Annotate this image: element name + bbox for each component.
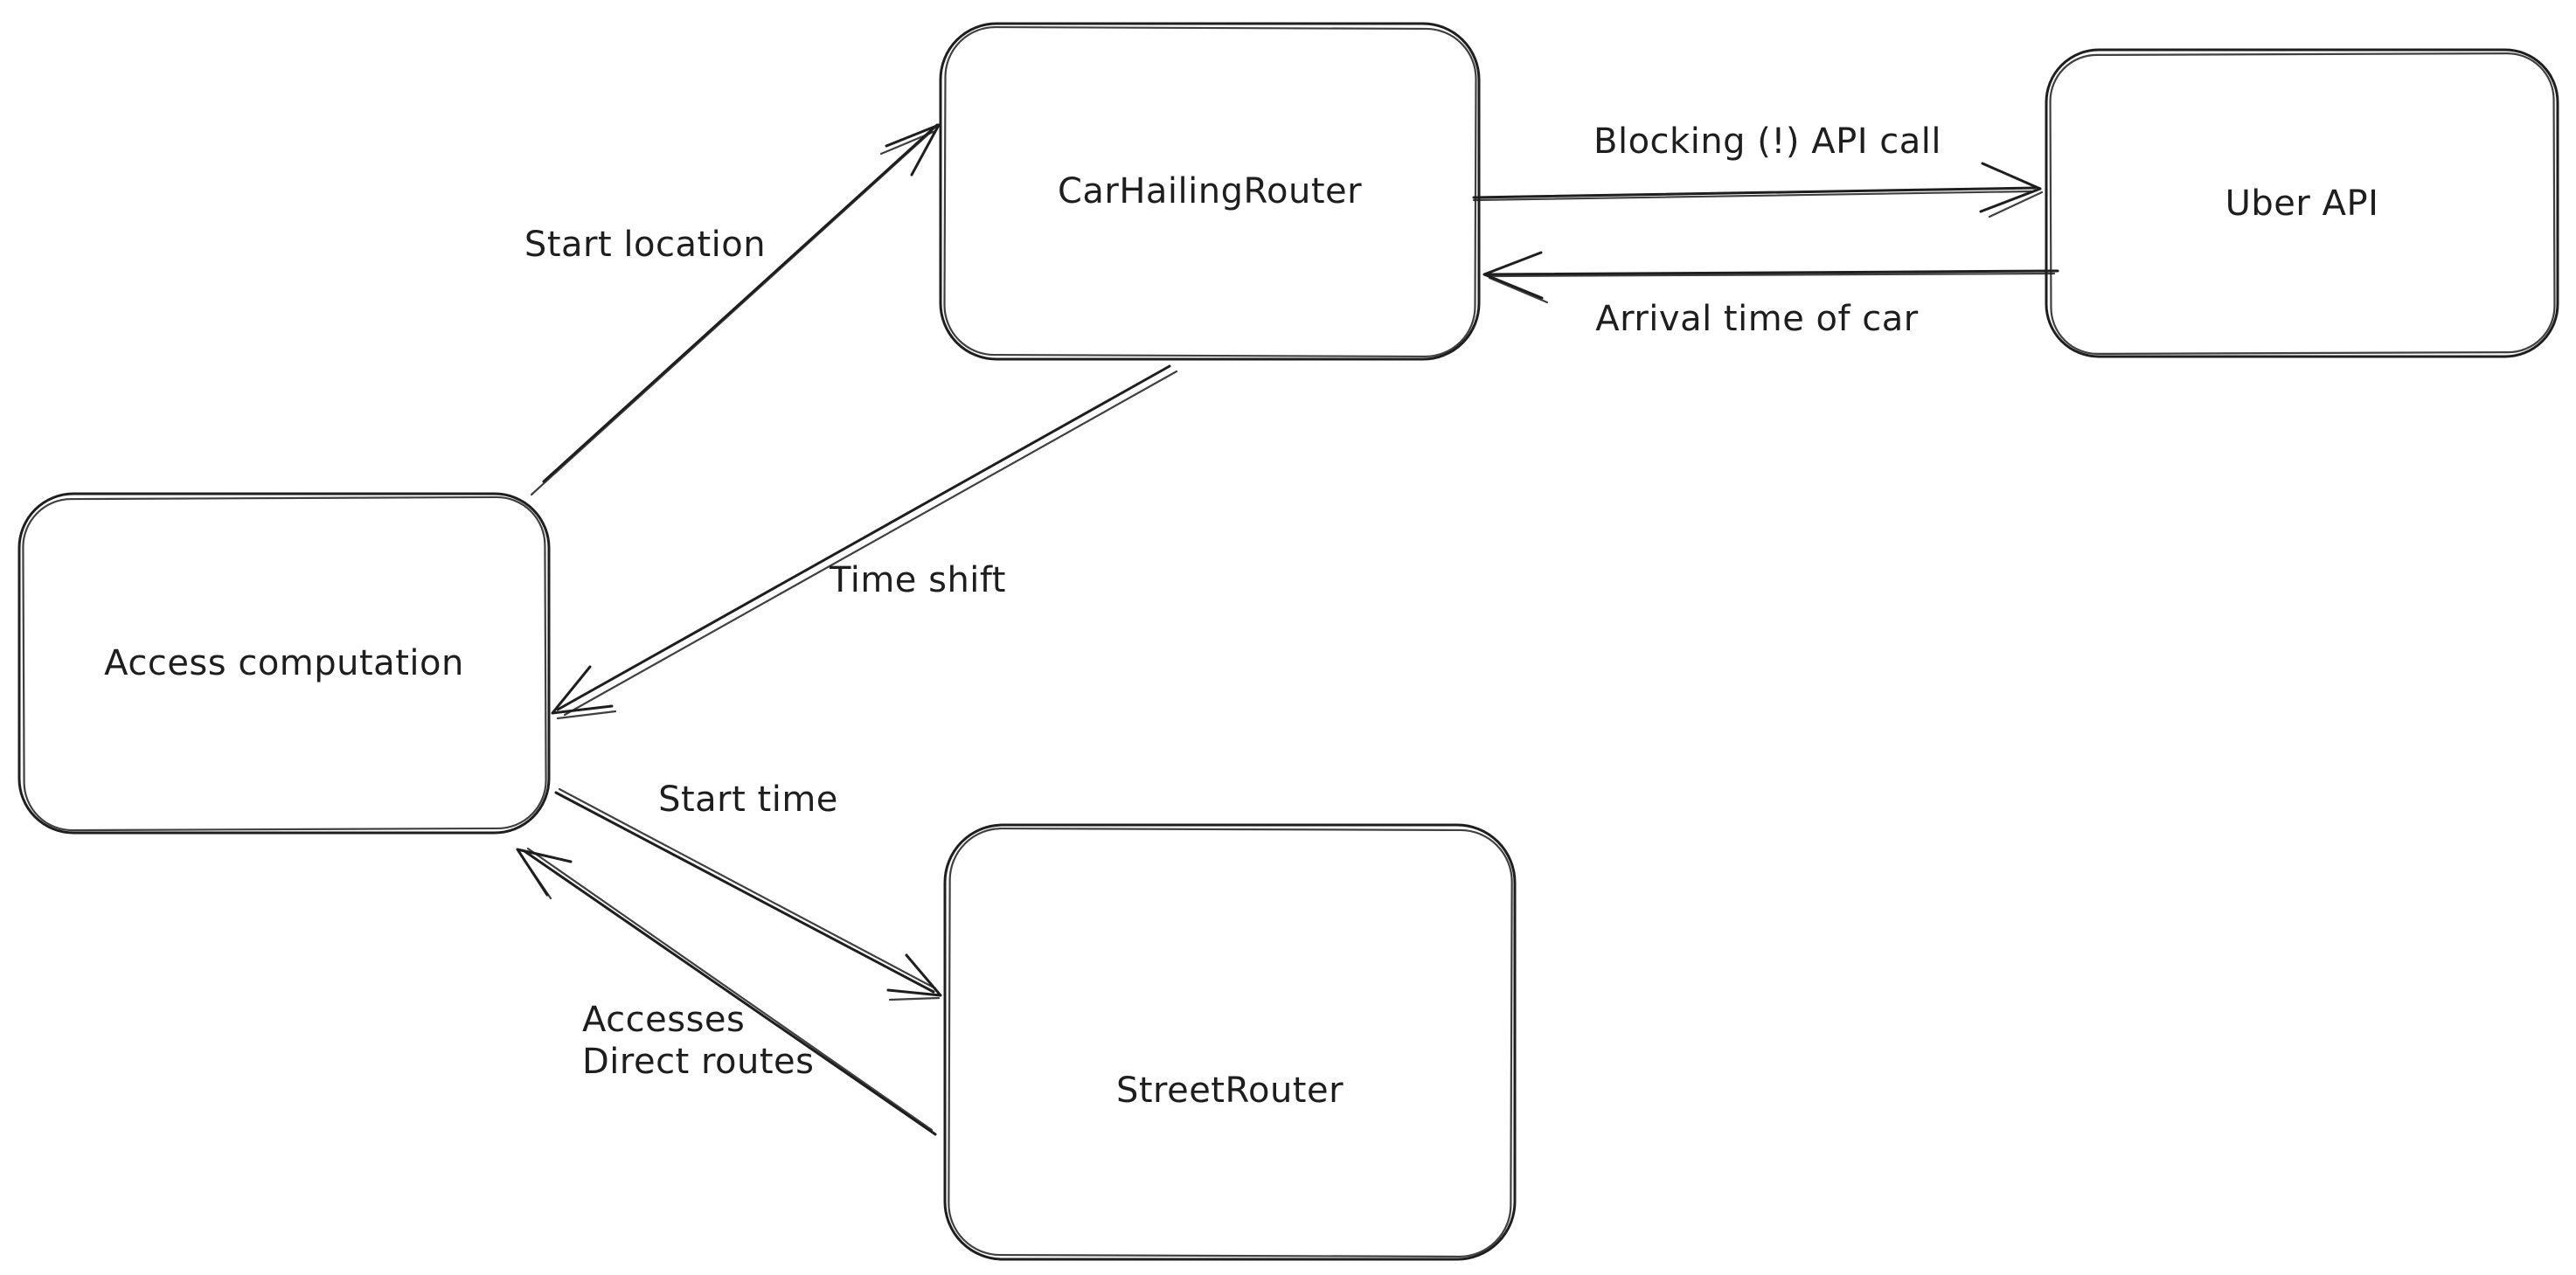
node-box-car-hailing-router[interactable] — [939, 22, 1481, 361]
edge-label-start-time[interactable]: Start time — [658, 780, 838, 820]
node-uber-api[interactable]: Uber API — [2045, 48, 2559, 358]
arrow-line-2 — [526, 847, 934, 1132]
arrowhead — [551, 665, 614, 715]
arrowhead-2 — [519, 853, 552, 900]
arrowhead-2 — [1988, 191, 2044, 218]
arrowhead-2 — [1488, 276, 1549, 304]
arrow-line-2 — [1472, 190, 2033, 202]
arrow-line — [1486, 269, 2059, 276]
box-stroke-2 — [22, 495, 547, 832]
arrow-arrival-time[interactable] — [1482, 251, 2059, 304]
edge-label-line-1: Accesses — [582, 1000, 746, 1040]
edge-label-line-2: Direct routes — [582, 1042, 815, 1082]
box-stroke-2 — [948, 827, 1513, 1258]
node-box-street-router[interactable] — [943, 823, 1517, 1261]
arrow-line — [556, 364, 1171, 711]
box-stroke — [2045, 48, 2559, 358]
box-stroke — [939, 22, 1481, 361]
arrowhead — [886, 953, 942, 997]
edge-label-start-location[interactable]: Start location — [524, 225, 767, 265]
arrow-line — [1472, 186, 2037, 199]
arrow-start-time[interactable] — [554, 787, 942, 1001]
node-label: CarHailingRouter — [1057, 171, 1363, 211]
arrowhead — [885, 123, 941, 177]
node-box-access-computation[interactable] — [17, 492, 551, 835]
box-stroke-2 — [2049, 52, 2556, 356]
box-stroke-2 — [943, 25, 1477, 358]
node-access-computation[interactable]: Access computation — [17, 492, 551, 835]
arrowhead — [1482, 251, 1544, 300]
edge-label-time-shift[interactable]: Time shift — [830, 560, 1006, 600]
arrow-time-shift[interactable] — [551, 364, 1178, 720]
arrow-line-2 — [558, 787, 937, 990]
edge-label-accesses-direct-routes[interactable]: Accesses Direct routes — [582, 999, 815, 1083]
arrow-start-location[interactable] — [530, 123, 941, 496]
arrowhead-2 — [556, 710, 617, 720]
node-box-uber-api[interactable] — [2045, 48, 2559, 358]
node-label: StreetRouter — [1115, 1070, 1344, 1111]
box-stroke — [943, 823, 1517, 1261]
box-stroke — [17, 492, 551, 835]
arrowhead-2 — [879, 129, 937, 156]
arrowhead-2 — [888, 996, 941, 1001]
arrow-line-2 — [563, 370, 1178, 717]
node-street-router[interactable]: StreetRouter — [943, 823, 1517, 1275]
arrow-line — [554, 791, 935, 994]
arrow-line-2 — [1489, 272, 2056, 278]
node-label: Uber API — [2225, 183, 2379, 224]
edge-label-blocking-api-call[interactable]: Blocking (!) API call — [1594, 121, 1941, 162]
node-car-hailing-router[interactable]: CarHailingRouter — [939, 22, 1481, 361]
arrow-accesses-direct-routes[interactable] — [516, 847, 937, 1136]
edge-label-arrival-time[interactable]: Arrival time of car — [1595, 299, 1919, 339]
arrow-line-2 — [530, 129, 934, 496]
arrow-line — [542, 123, 939, 483]
arrow-blocking-api-call[interactable] — [1472, 162, 2044, 218]
arrowhead — [1979, 162, 2042, 213]
node-label: Access computation — [104, 643, 464, 683]
arrow-line — [523, 849, 937, 1136]
